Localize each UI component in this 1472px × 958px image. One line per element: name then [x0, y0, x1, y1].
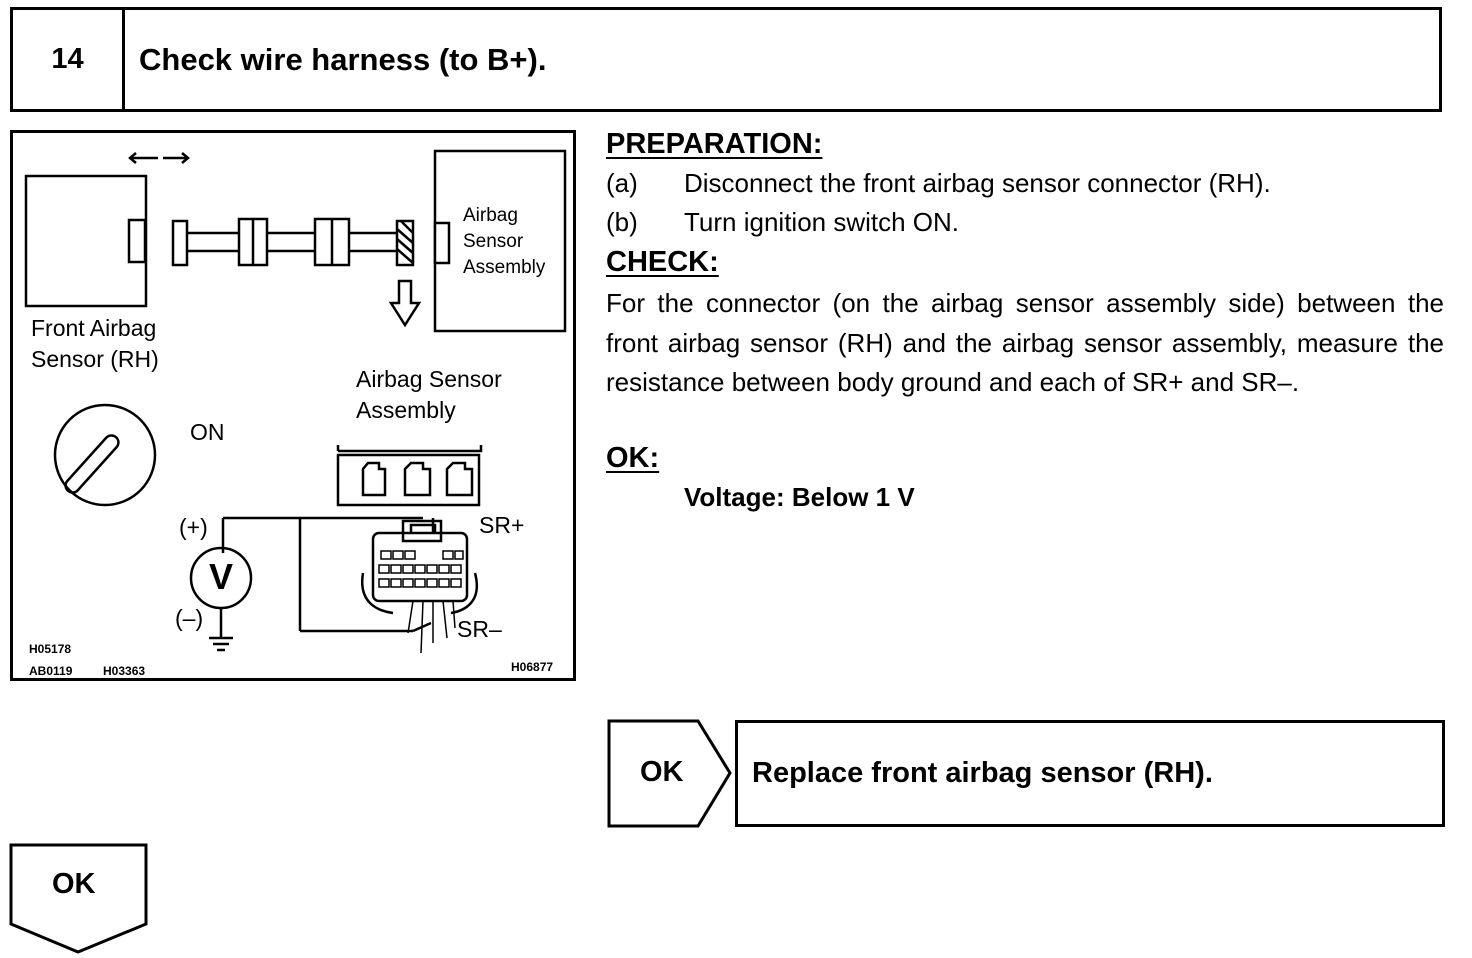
assembly-small-label-3: Assembly	[463, 257, 546, 278]
sr-plus-label: SR+	[479, 512, 525, 538]
wiring-diagram-drawing	[24, 149, 567, 654]
prep-step-b-text: Turn ignition switch ON.	[684, 207, 960, 237]
assembly-connector	[433, 221, 451, 265]
assembly-small-label-1: Airbag	[463, 205, 518, 226]
prep-step-a-text: Disconnect the front airbag sensor conne…	[684, 168, 1271, 198]
preparation-heading: PREPARATION:	[606, 128, 823, 160]
ignition-switch	[53, 403, 157, 507]
figure-code-1: H05178	[29, 642, 72, 656]
plus-terminal-label: (+)	[179, 514, 208, 540]
front-sensor-label-1: Front Airbag	[31, 315, 157, 341]
figure-code-2: AB0119	[29, 664, 73, 678]
figure-code-4: H06877	[511, 660, 554, 674]
minus-terminal-label: (–)	[175, 605, 204, 631]
step-number: 14	[13, 10, 125, 109]
ok-heading: OK:	[606, 442, 660, 474]
step-header: 14 Check wire harness (to B+).	[10, 7, 1442, 112]
step-title: Check wire harness (to B+).	[139, 41, 547, 77]
check-heading: CHECK:	[606, 246, 719, 278]
assembly-label-2: Assembly	[356, 397, 456, 423]
ok-right-label: OK	[640, 756, 684, 788]
wiring-diagram: Front Airbag Sensor (RH) Airbag Sensor A…	[10, 130, 576, 681]
sr-minus-label: SR–	[457, 616, 502, 642]
ignition-on-label: ON	[190, 419, 225, 445]
assembly-small-label-2: Sensor	[463, 231, 524, 252]
assembly-harness-connector	[371, 531, 469, 603]
ok-right-action: Replace front airbag sensor (RH).	[735, 720, 1445, 827]
harness-plug-left	[171, 219, 189, 267]
disconnect-arrow	[388, 279, 422, 328]
front-sensor-connector	[127, 218, 147, 264]
ok-down-label: OK	[52, 868, 96, 900]
ok-right-arrow	[607, 719, 732, 828]
assembly-label-1: Airbag Sensor	[356, 366, 502, 392]
check-instructions: For the connector (on the airbag sensor …	[606, 288, 1444, 397]
figure-code-3: H03363	[103, 664, 146, 678]
front-sensor-label-2: Sensor (RH)	[31, 346, 159, 372]
voltmeter-symbol: V	[208, 556, 233, 597]
prep-step-b-marker: (b)	[606, 207, 638, 237]
harness-plug-right	[395, 219, 415, 267]
ok-down-arrow	[9, 843, 148, 954]
prep-step-a-marker: (a)	[606, 168, 638, 198]
ok-spec-value: Voltage: Below 1 V	[684, 482, 915, 512]
